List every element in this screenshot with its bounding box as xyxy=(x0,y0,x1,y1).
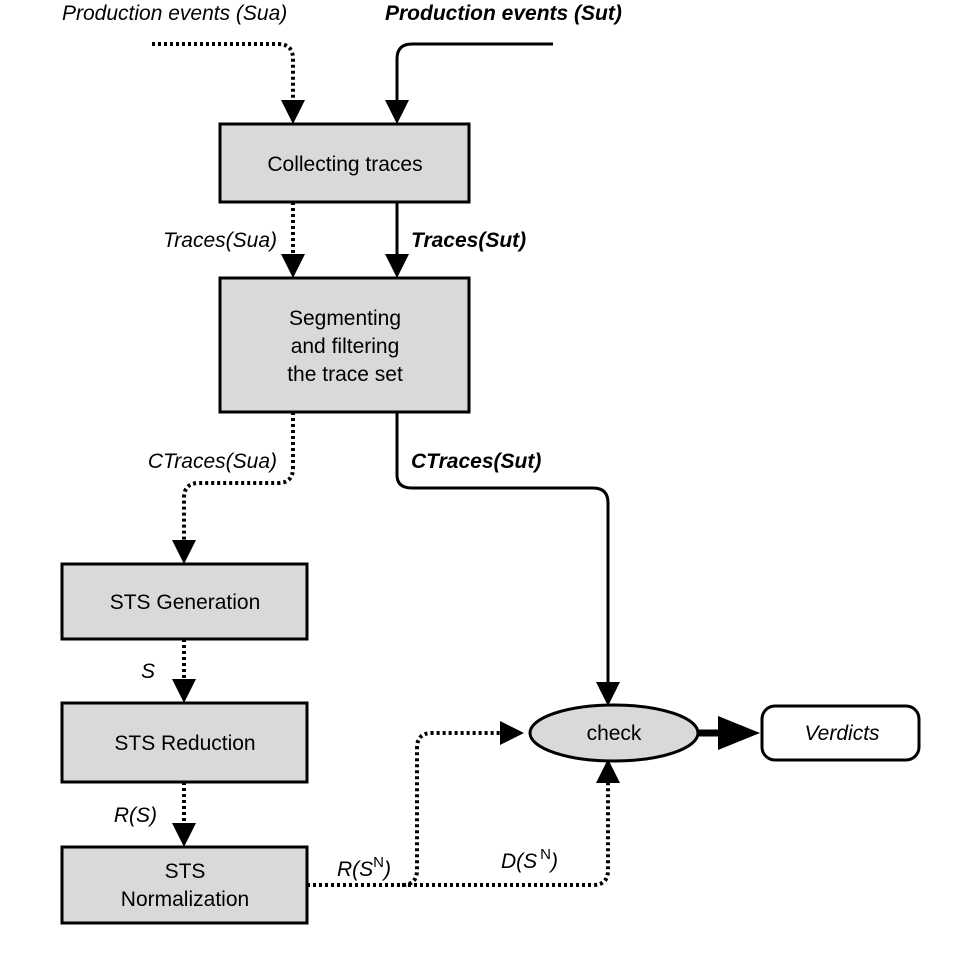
sut-events-arrowhead xyxy=(385,100,409,124)
ctraces-sut-arrow xyxy=(395,412,610,684)
ctraces-sua-label: CTraces(Sua) xyxy=(148,450,277,473)
ctraces-sua-arrow xyxy=(182,412,295,542)
s-label: S xyxy=(141,660,155,683)
sua-events-label: Production events (Sua) xyxy=(62,2,287,25)
check-label: check xyxy=(587,722,642,745)
rsn-label: R(SN) xyxy=(337,854,391,881)
rsn-arrow xyxy=(307,731,502,887)
dsn-label-sup: N xyxy=(540,846,551,863)
rs-arrowhead xyxy=(172,823,196,847)
dsn-label-close: ) xyxy=(548,850,558,873)
traces-sua-arrowhead xyxy=(281,254,305,278)
rsn-label-close: ) xyxy=(381,858,391,881)
sts-reduction-label: STS Reduction xyxy=(114,732,255,755)
sts-normalization-label-line1: STS xyxy=(165,860,206,883)
sts-normalization-box xyxy=(60,845,309,925)
verdicts-label: Verdicts xyxy=(804,722,880,745)
sua-events-arrow xyxy=(152,42,295,103)
rs-label: R(S) xyxy=(114,804,157,827)
collecting-traces-label: Collecting traces xyxy=(267,153,422,176)
sut-events-label: Production events (Sut) xyxy=(385,2,622,25)
segmenting-label-line3: the trace set xyxy=(287,363,403,386)
ctraces-sut-label: CTraces(Sut) xyxy=(411,450,541,473)
traces-sut-arrowhead xyxy=(385,254,409,278)
rsn-label-base: R(S xyxy=(337,858,373,881)
sts-normalization-label-line2: Normalization xyxy=(121,888,249,911)
dsn-arrowhead xyxy=(596,759,620,783)
sut-events-arrow xyxy=(395,42,553,103)
sua-events-arrowhead xyxy=(281,100,305,124)
rsn-label-sup: N xyxy=(373,854,384,871)
segmenting-box xyxy=(218,276,471,414)
collecting-traces-box xyxy=(218,122,471,204)
segmenting-label-line1: Segmenting xyxy=(289,307,401,330)
sts-generation-label: STS Generation xyxy=(110,591,261,614)
verdicts-arrowhead xyxy=(718,716,760,750)
sts-reduction-box xyxy=(60,701,309,784)
verdicts-node xyxy=(760,704,921,762)
sts-generation-box xyxy=(60,562,309,641)
dsn-label-base: D(S xyxy=(501,850,537,873)
traces-sut-label: Traces(Sut) xyxy=(411,229,526,252)
segmenting-label-line2: and filtering xyxy=(291,335,400,358)
check-node xyxy=(528,703,700,763)
s-arrowhead xyxy=(172,679,196,703)
traces-sua-label: Traces(Sua) xyxy=(163,229,277,252)
ctraces-sua-arrowhead xyxy=(172,540,196,564)
rsn-arrowhead xyxy=(500,721,524,745)
ctraces-sut-arrowhead xyxy=(596,682,620,706)
